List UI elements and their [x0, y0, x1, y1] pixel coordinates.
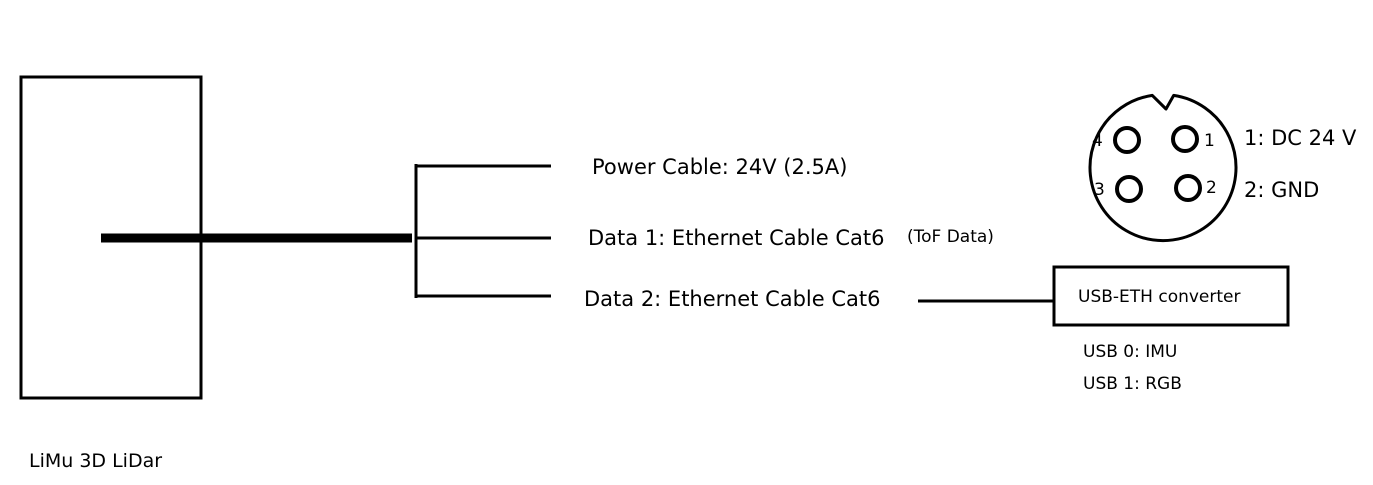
- pin-number-4: 4: [1092, 131, 1103, 151]
- data1-cable-label: Data 1: Ethernet Cable Cat6: [588, 226, 884, 250]
- pin-number-2: 2: [1206, 178, 1217, 198]
- pin-1-function-label: 1: DC 24 V: [1244, 126, 1357, 150]
- connector-pin-3: [1115, 175, 1143, 203]
- power-connector-outline: [1088, 93, 1238, 243]
- usb-eth-converter-label: USB-ETH converter: [1078, 287, 1241, 307]
- connector-pin-1: [1171, 125, 1199, 153]
- data2-cable-label: Data 2: Ethernet Cable Cat6: [584, 287, 880, 311]
- data1-note-label: (ToF Data): [907, 227, 994, 247]
- lidar-device-label: LiMu 3D LiDar: [29, 450, 162, 472]
- usb-port-0-label: USB 0: IMU: [1083, 342, 1177, 362]
- usb-port-1-label: USB 1: RGB: [1083, 374, 1182, 394]
- connector-pin-4: [1113, 126, 1141, 154]
- connector-pin-2: [1174, 174, 1202, 202]
- pin-number-3: 3: [1094, 180, 1105, 200]
- pin-number-1: 1: [1204, 131, 1215, 151]
- pin-2-function-label: 2: GND: [1244, 178, 1319, 202]
- power-cable-label: Power Cable: 24V (2.5A): [592, 155, 847, 179]
- usb-eth-converter-box: [1052, 265, 1290, 327]
